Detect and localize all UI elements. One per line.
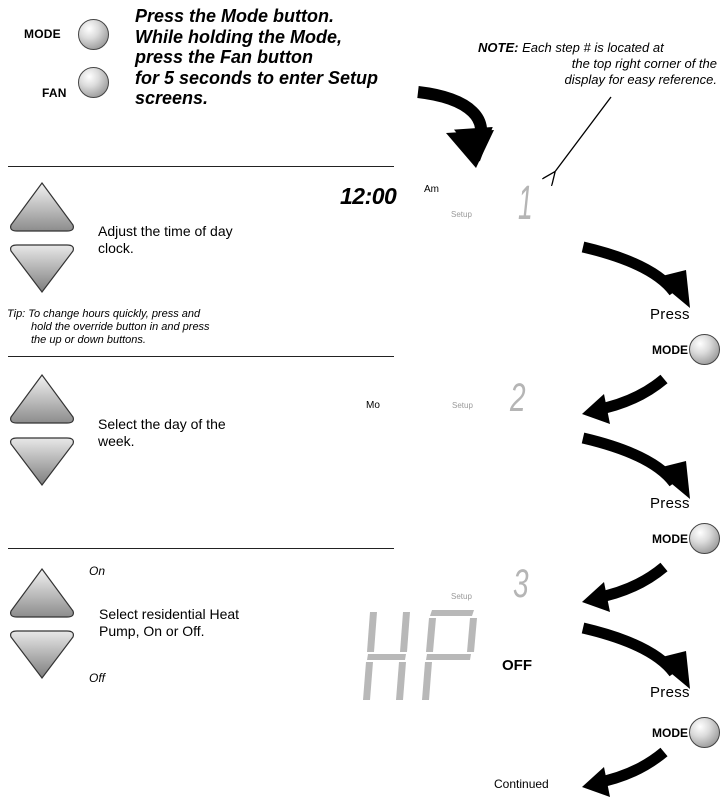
mode-button[interactable] bbox=[689, 334, 720, 365]
down-left-arrow-icon bbox=[582, 374, 668, 424]
up-arrow-button[interactable] bbox=[9, 181, 75, 238]
note-pointer-line bbox=[554, 96, 612, 173]
down-arrow-button[interactable] bbox=[9, 628, 75, 683]
down-arrow-button[interactable] bbox=[9, 435, 75, 490]
down-left-arrow-icon bbox=[582, 747, 668, 797]
press-label: Press bbox=[650, 684, 690, 701]
intro-line: While holding the Mode, bbox=[135, 26, 342, 47]
instruction-line: Adjust the time of day bbox=[98, 223, 233, 239]
intro-line: for 5 seconds to enter Setup bbox=[135, 67, 379, 88]
down-left-arrow-icon bbox=[582, 562, 668, 612]
lcd-time-display: 12:00 bbox=[340, 183, 397, 209]
section-divider bbox=[8, 548, 394, 549]
tip-line: the up or down buttons. bbox=[31, 334, 146, 346]
tip-line: Tip: To change hours quickly, press and bbox=[7, 308, 201, 320]
note-line: Each step # is located at bbox=[522, 40, 664, 55]
step-number: 1 bbox=[518, 177, 533, 230]
instruction-line: clock. bbox=[98, 240, 134, 256]
step-number: 2 bbox=[510, 376, 526, 420]
mode-button-label: MODE bbox=[652, 532, 688, 546]
mode-button-label: MODE bbox=[652, 726, 688, 740]
setup-indicator: Setup bbox=[451, 210, 472, 219]
mode-button[interactable] bbox=[78, 19, 109, 50]
intro-line: press the Fan button bbox=[135, 47, 314, 67]
note-heading: NOTE: bbox=[478, 40, 519, 55]
down-arrow-button[interactable] bbox=[9, 242, 75, 297]
tip-line: hold the override button in and press bbox=[31, 321, 210, 333]
lcd-am-indicator: Am bbox=[424, 184, 439, 195]
up-arrow-button[interactable] bbox=[9, 567, 75, 624]
tip-text: Tip: To change hours quickly, press and … bbox=[7, 308, 210, 347]
intro-line: screens. bbox=[135, 88, 209, 108]
mode-button-label: MODE bbox=[652, 343, 688, 357]
setup-indicator: Setup bbox=[451, 592, 472, 601]
mode-button-label: MODE bbox=[24, 27, 61, 41]
section-divider bbox=[8, 356, 394, 357]
continued-label: Continued bbox=[494, 777, 549, 791]
step1-instruction: Adjust the time of day clock. bbox=[98, 223, 233, 257]
note: NOTE: Each step # is located at the top … bbox=[478, 40, 723, 88]
fan-button-label: FAN bbox=[42, 86, 67, 100]
instruction-line: Select the day of the bbox=[98, 416, 226, 432]
mode-button[interactable] bbox=[689, 523, 720, 554]
step-number: 3 bbox=[513, 562, 529, 606]
off-label: Off bbox=[89, 671, 106, 685]
press-label: Press bbox=[650, 495, 690, 512]
instruction-line: Select residential Heat bbox=[99, 606, 240, 622]
instruction-line: Pump, On or Off. bbox=[99, 623, 205, 639]
down-right-arrow-icon bbox=[581, 241, 690, 308]
step2-instruction: Select the day of the week. bbox=[98, 416, 226, 450]
hp-state-value: OFF bbox=[502, 657, 532, 674]
instruction-line: week. bbox=[98, 433, 135, 449]
note-line: the top right corner of the bbox=[571, 56, 717, 71]
step3-instruction: Select residential Heat Pump, On or Off. bbox=[99, 606, 239, 640]
up-arrow-button[interactable] bbox=[9, 373, 75, 430]
down-right-arrow-icon bbox=[581, 432, 690, 499]
setup-indicator: Setup bbox=[452, 401, 473, 410]
intro-instructions: Press the Mode button. While holding the… bbox=[135, 6, 410, 109]
fan-button[interactable] bbox=[78, 67, 109, 98]
lcd-hp-segments bbox=[363, 610, 477, 700]
press-label: Press bbox=[650, 306, 690, 323]
lcd-day-display: Mo bbox=[366, 400, 380, 411]
mode-button[interactable] bbox=[689, 717, 720, 748]
lcd-hp-display bbox=[363, 610, 477, 700]
intro-line: Press the Mode button. bbox=[135, 6, 335, 26]
section-divider bbox=[8, 166, 394, 167]
on-label: On bbox=[89, 564, 106, 578]
note-line: display for easy reference. bbox=[564, 72, 717, 87]
down-right-arrow-icon bbox=[581, 622, 690, 689]
curved-arrow-icon bbox=[417, 86, 494, 168]
